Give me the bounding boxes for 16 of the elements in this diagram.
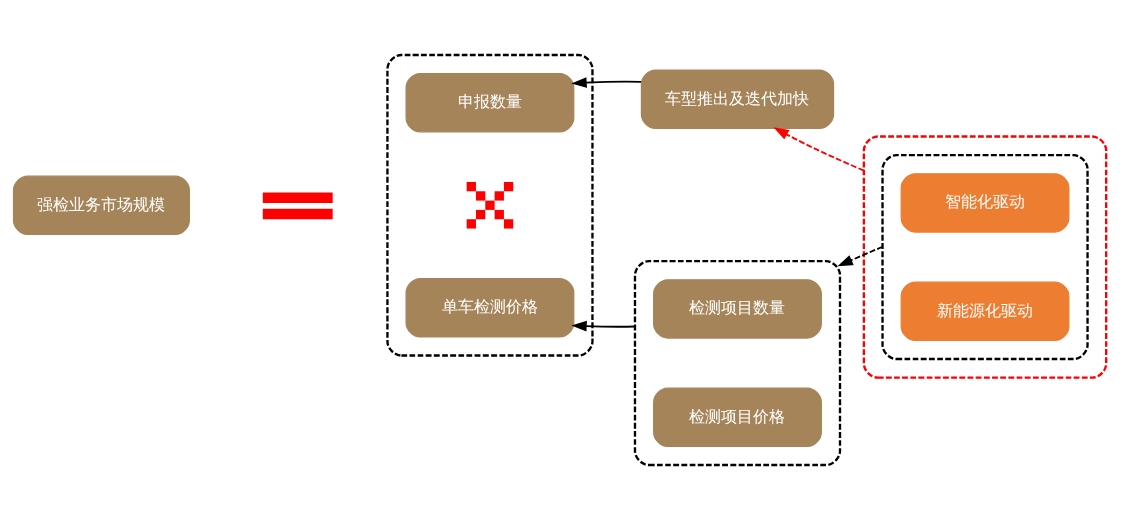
cluster bbox=[386, 53, 594, 357]
node-box: 强检业务市场规模 bbox=[12, 175, 190, 235]
cluster bbox=[633, 260, 842, 467]
node-box: 检测项目价格 bbox=[653, 387, 822, 447]
arrow bbox=[837, 245, 884, 267]
node-box: 申报数量 bbox=[405, 73, 575, 133]
arrow bbox=[773, 127, 865, 172]
cluster bbox=[862, 135, 1108, 379]
node-box: 检测项目数量 bbox=[653, 279, 822, 339]
arrow bbox=[571, 320, 636, 332]
arrow bbox=[571, 77, 643, 88]
node-box: 新能源化驱动 bbox=[900, 281, 1070, 341]
cluster bbox=[881, 154, 1089, 361]
node-box: 单车检测价格 bbox=[405, 278, 575, 338]
node-box: 车型推出及迭代加快 bbox=[640, 69, 835, 129]
node-box: 智能化驱动 bbox=[900, 173, 1070, 233]
